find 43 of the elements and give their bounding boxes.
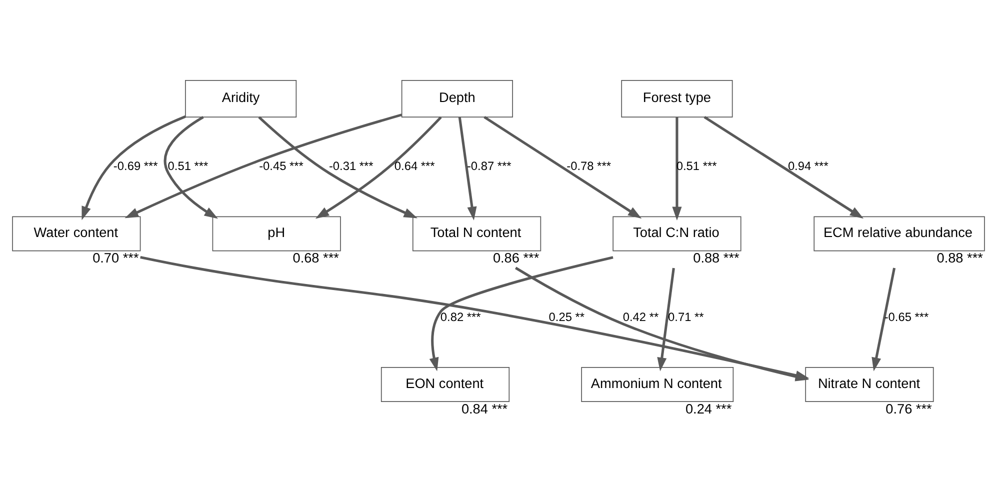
edge-label: -0.87 *** [466,158,512,173]
node-label: 0.68 *** [292,250,339,266]
edge-label: 0.71 ** [668,309,704,324]
node-label: 0.88 *** [693,250,740,266]
edge-label: 0.51 *** [168,158,208,173]
edge-label: -0.78 *** [566,158,611,173]
arrow [672,116,682,220]
node-box: Total N content [412,216,542,251]
node-box: Depth [401,79,513,117]
edge-label: -0.31 *** [328,158,374,173]
arrow [82,114,186,220]
node-box: Water content [12,216,141,251]
arrow [258,116,418,218]
node-label: 0.88 *** [936,250,983,266]
arrow [458,116,477,220]
node-label: 0.76 *** [886,400,932,416]
node-box: Forest type [621,79,733,117]
arrow [315,116,442,218]
node-label: 0.70 *** [92,250,139,266]
arrow [124,113,402,218]
edge-label: 0.82 *** [440,309,481,324]
node-box: Nitrate N content [805,366,934,402]
node-label: 0.84 *** [461,400,508,416]
arrow [484,116,642,218]
edge-label: -0.69 *** [113,158,158,173]
node-box: Ammonium N content [581,366,734,402]
arrow [704,116,864,218]
edge-label: 0.25 ** [548,309,585,324]
arrow [872,267,896,371]
edge-label: -0.45 *** [259,158,304,173]
arrow [429,256,614,371]
edge-label: 0.94 *** [788,158,828,173]
node-box: ECM relative abundance [814,216,985,251]
node-box: EON content [380,366,510,402]
node-box: Aridity [185,79,297,117]
arrow [164,116,218,218]
edge-label: 0.42 ** [622,309,659,324]
node-label: 0.24 *** [685,400,732,416]
edge-label: 0.64 *** [394,158,435,173]
node-box: Total C:N ratio [612,216,742,251]
node-label: 0.86 *** [492,250,540,266]
node-box: pH [212,216,341,251]
arrow [657,267,675,371]
